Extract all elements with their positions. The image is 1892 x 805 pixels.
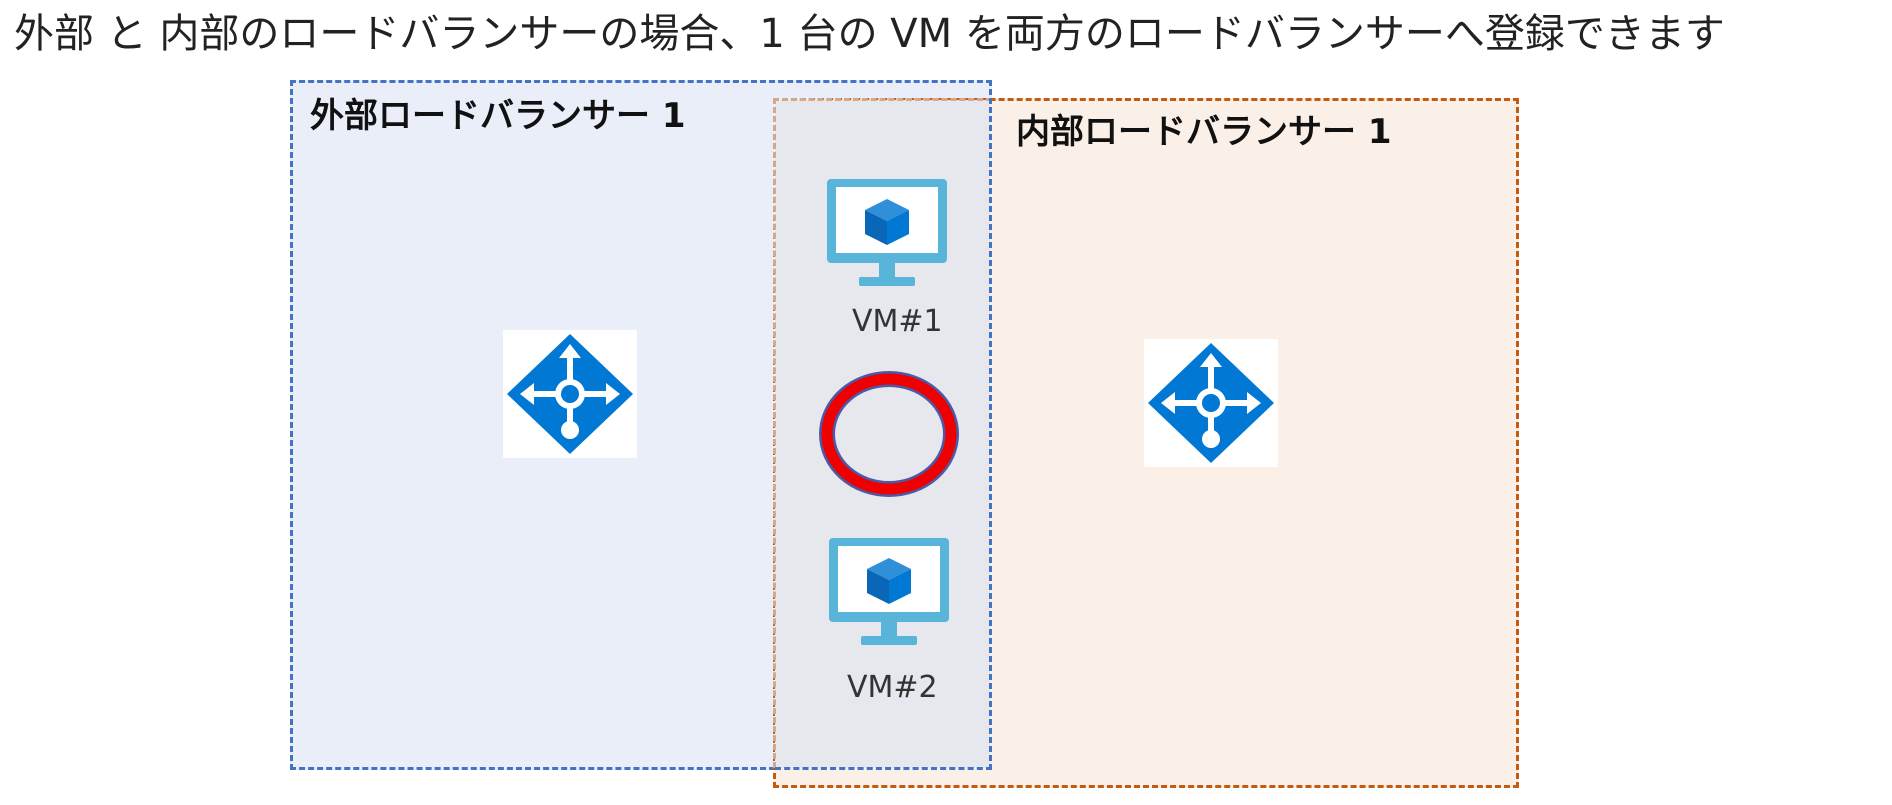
virtual-machine-1-icon <box>823 177 951 293</box>
external-load-balancer-title: 外部ロードバランサー 1 <box>310 96 686 136</box>
virtual-machine-2-label: VM#2 <box>847 670 938 705</box>
internal-load-balancer-icon <box>1144 339 1278 467</box>
external-group-border-right <box>989 80 992 770</box>
internal-group-border-top <box>773 98 992 101</box>
external-group-border-bottom <box>775 767 992 770</box>
circle-ok-mark-icon <box>819 370 959 498</box>
internal-group-border-left <box>773 98 776 768</box>
external-load-balancer-icon <box>503 330 637 458</box>
internal-load-balancer-title: 内部ロードバランサー 1 <box>1016 112 1392 152</box>
virtual-machine-1-label: VM#1 <box>852 304 943 339</box>
virtual-machine-2-icon <box>825 536 953 652</box>
diagram-headline: 外部 と 内部のロードバランサーの場合、1 台の VM を両方のロードバランサー… <box>14 11 1725 57</box>
